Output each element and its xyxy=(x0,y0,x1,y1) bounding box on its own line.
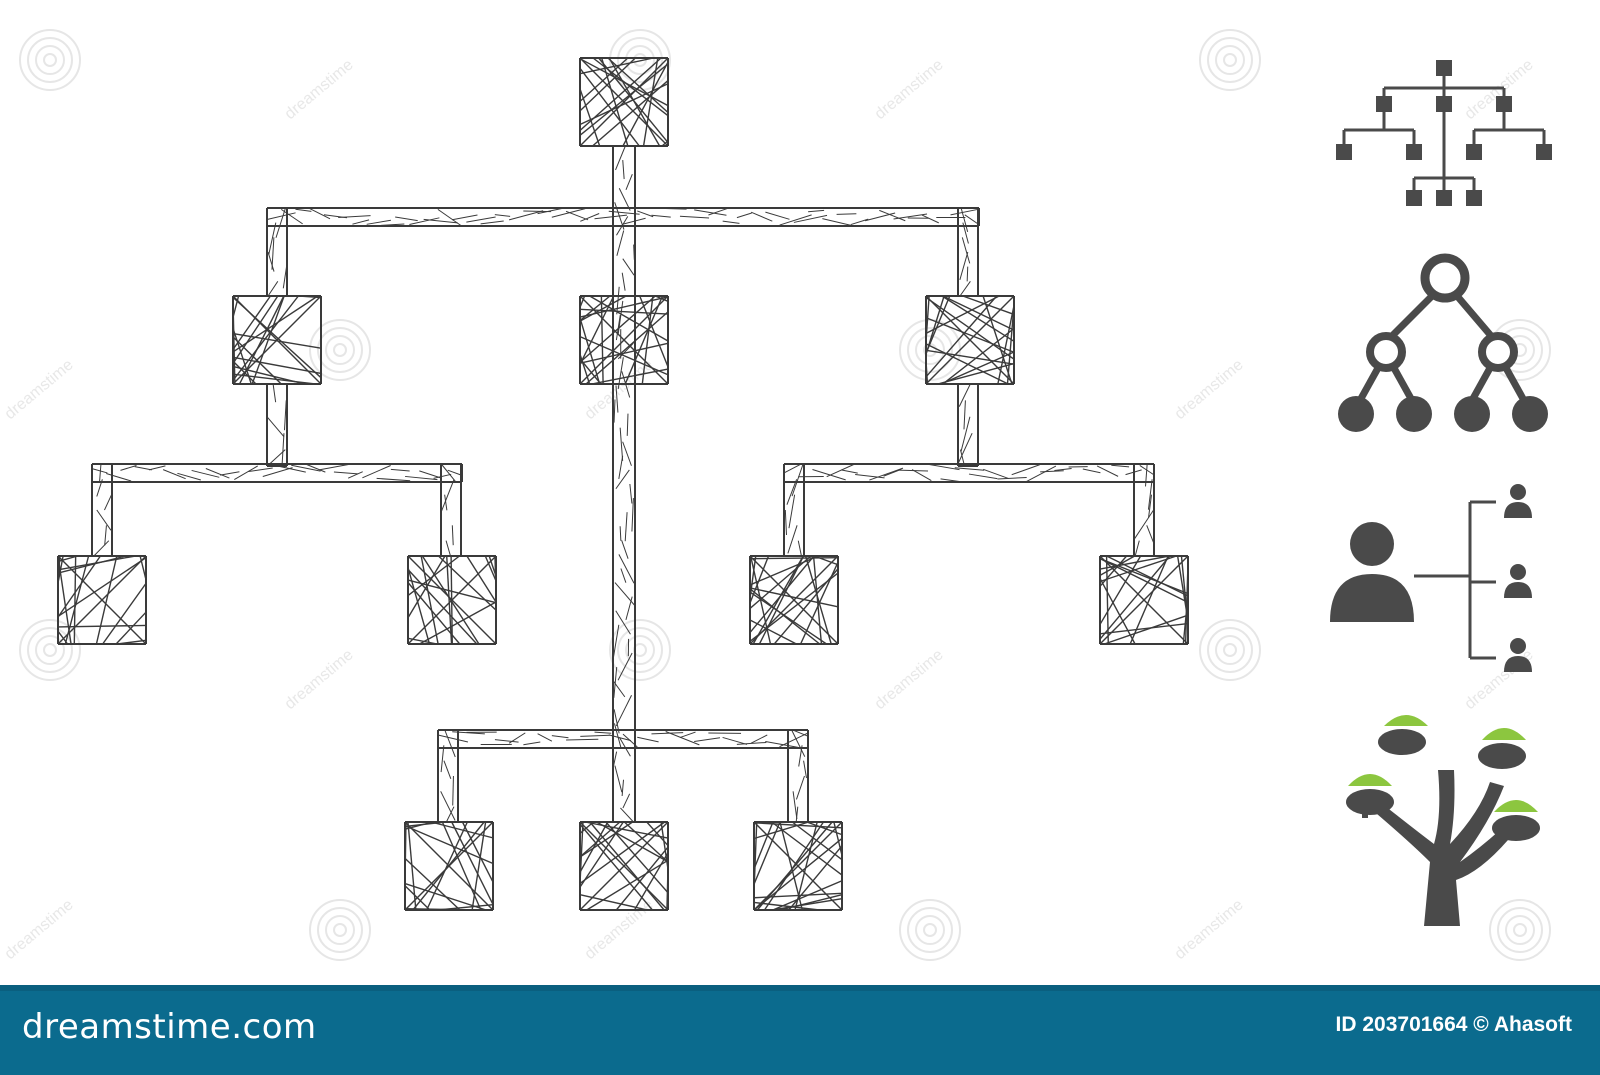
footer-divider xyxy=(0,985,1600,991)
money-tree-icon xyxy=(1330,712,1560,927)
user-hierarchy-icon xyxy=(1330,478,1560,678)
brand-logo: dreamstime.com xyxy=(22,1007,317,1047)
binary-tree-icon xyxy=(1330,252,1560,442)
mesh-hierarchy-diagram xyxy=(57,57,1189,911)
footer-bar: dreamstime.com ID 203701664 © Ahasoft xyxy=(0,985,1600,1075)
image-id-credit: ID 203701664 © Ahasoft xyxy=(1335,1013,1572,1036)
hierarchy-icon xyxy=(1330,50,1560,220)
